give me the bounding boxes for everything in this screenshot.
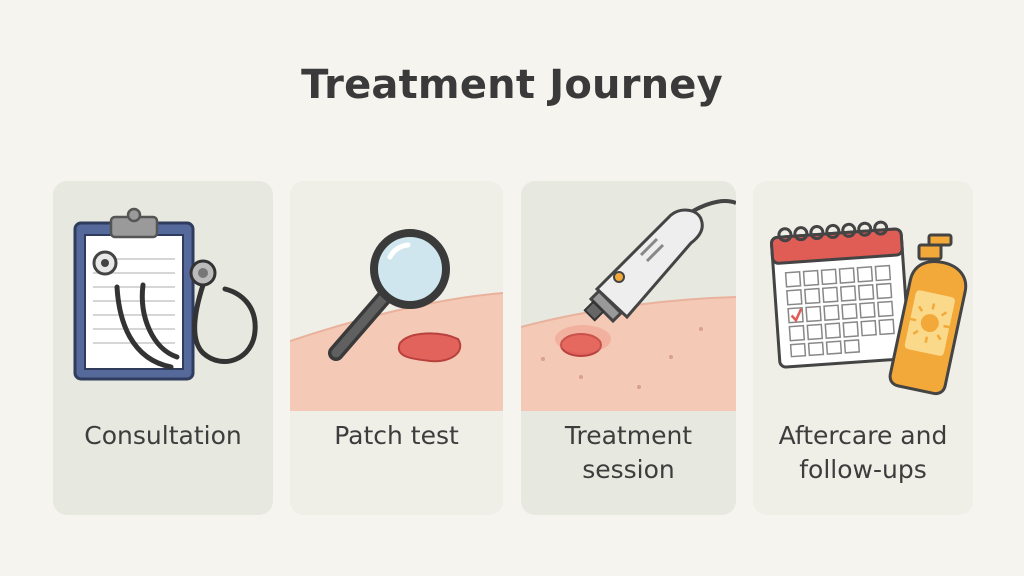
step-label: Consultation <box>53 419 273 453</box>
clipboard-stethoscope-icon <box>73 207 258 381</box>
laser-device-skin-icon <box>521 199 736 411</box>
step-card-aftercare: Aftercare and follow-ups <box>753 181 973 515</box>
step-card-treatment-session: Treatment session <box>521 181 736 515</box>
step-label: Aftercare and follow-ups <box>753 419 973 487</box>
step-card-consultation: Consultation <box>53 181 273 515</box>
step-card-patch-test: Patch test <box>290 181 503 515</box>
step-label: Treatment session <box>521 419 736 487</box>
step-label-line: Consultation <box>84 421 242 450</box>
step-label: Patch test <box>290 419 503 453</box>
step-label-line: follow-ups <box>799 455 927 484</box>
calendar-sunscreen-icon <box>770 220 968 396</box>
step-label-line: Patch test <box>334 421 459 450</box>
page-title: Treatment Journey <box>301 62 723 108</box>
step-label-line: Treatment <box>564 421 693 450</box>
step-label-line: session <box>582 455 675 484</box>
step-label-line: Aftercare and <box>778 421 948 450</box>
magnifying-glass-skin-icon <box>290 229 503 411</box>
